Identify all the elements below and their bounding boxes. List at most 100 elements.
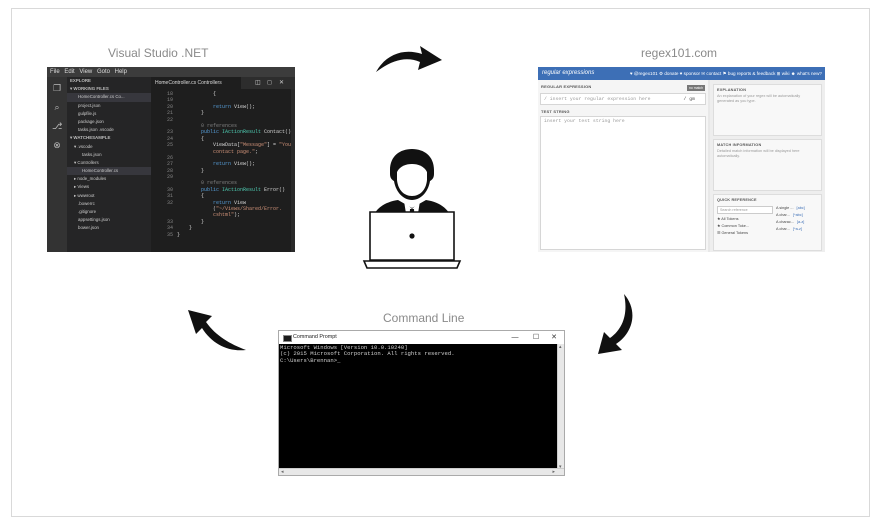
cmd-console[interactable]: Microsoft Windows [Version 10.0.10240] (…	[279, 344, 557, 470]
close-icon[interactable]: ✕	[279, 80, 285, 86]
regex101-header: regular expressions ♥ @regex101 ⚙ donate…	[538, 67, 825, 80]
regex101-info-pane: EXPLANATION An explanation of your regex…	[710, 80, 825, 252]
quick-reference-search[interactable]: Search reference	[717, 206, 773, 214]
debug-icon[interactable]: ⊗	[53, 140, 61, 150]
match-info-title: MATCH INFORMATION	[717, 143, 762, 147]
test-string-input[interactable]: insert your test string here	[540, 116, 706, 250]
scroll-left-icon[interactable]: ◂	[281, 469, 284, 475]
explorer-item[interactable]: tasks.json .vscode	[78, 127, 114, 133]
line-number: 34	[166, 225, 173, 232]
code-token: ViewData[	[177, 142, 241, 149]
vs-menu-edit[interactable]: Edit	[64, 69, 75, 75]
explorer-item[interactable]: gulpfile.js	[78, 110, 97, 116]
explorer-item[interactable]: ▸ node_modules	[74, 176, 107, 182]
explorer-item[interactable]: appsettings.json	[78, 217, 110, 223]
developer-at-laptop-icon	[362, 149, 462, 269]
laptop-figure	[362, 211, 462, 269]
explorer-item[interactable]: ▸ Views	[74, 184, 90, 190]
close-icon[interactable]: ✕	[551, 334, 557, 341]
explorer-item[interactable]: .gitignore	[78, 209, 97, 214]
cmd-vertical-scrollbar[interactable]: ▴ ▾	[557, 344, 564, 470]
quick-reference-category[interactable]: ☰ General Tokens	[717, 231, 748, 235]
quick-reference-title: QUICK REFERENCE	[717, 198, 757, 202]
quick-reference-item-label: A charac...	[776, 220, 794, 224]
line-number: 25	[166, 142, 173, 149]
explorer-item[interactable]: package.json	[78, 118, 104, 124]
quick-reference-item[interactable]: A char...[^abc]	[776, 212, 820, 219]
vs-editor: HomeController.cs Controllers ◫ ◻ ✕ 18 {…	[151, 77, 295, 252]
code-token: {	[177, 193, 205, 200]
quick-reference-categories: ★ All Tokens ★ Common Toke... ☰ General To…	[717, 216, 769, 237]
maximize-icon[interactable]: ☐	[532, 334, 540, 341]
quick-reference-item-code: [^a-z]	[792, 227, 802, 231]
quick-reference-panel: QUICK REFERENCE Search reference ★ All T…	[713, 194, 822, 251]
quick-reference-item[interactable]: A single ...[abc]	[776, 205, 820, 212]
explorer-item[interactable]: HomeController.cs Co...	[67, 93, 151, 102]
cmd-horizontal-scrollbar[interactable]: ◂ ▸	[279, 468, 564, 475]
quick-reference-item[interactable]: A char...[^a-z]	[776, 226, 820, 233]
git-icon[interactable]: ⎇	[52, 121, 63, 131]
code-line: 25 ViewData["Message"] = "Your	[151, 142, 295, 148]
explorer-section-header[interactable]: ▾ WORKING FILES	[70, 86, 109, 92]
files-icon[interactable]: ❐	[52, 83, 62, 93]
regex-placeholder: / insert your regular expression here	[544, 97, 651, 102]
code-line: ("~/Views/Shared/Error.	[151, 206, 295, 212]
code-token: {	[177, 91, 217, 97]
vs-menu-goto[interactable]: Goto	[96, 69, 110, 75]
scroll-down-icon[interactable]: ▾	[559, 464, 562, 470]
code-token: View();	[234, 161, 256, 168]
scroll-right-icon[interactable]: ▸	[552, 469, 555, 475]
line-number: 35	[166, 231, 173, 238]
explorer-item[interactable]: tasks.json	[82, 151, 102, 157]
line-number: 30	[166, 186, 173, 193]
search-icon[interactable]: ⌕	[54, 102, 60, 112]
code-token: ;	[255, 148, 259, 155]
regex-flags[interactable]: / gm	[683, 97, 695, 102]
split-editor-icon[interactable]: ◫	[255, 80, 261, 86]
vs-scrollbar[interactable]	[291, 89, 295, 252]
scroll-up-icon[interactable]: ▴	[559, 344, 562, 350]
code-line: 34 }	[151, 225, 295, 231]
preview-icon[interactable]: ◻	[267, 80, 272, 86]
explanation-panel: EXPLANATION An explanation of your regex…	[713, 84, 822, 136]
explorer-item[interactable]: ▾ .vscode	[74, 143, 93, 149]
line-number: 32	[166, 199, 173, 206]
code-line: contact page.";	[151, 149, 295, 155]
explorer-item[interactable]: project.json	[78, 102, 101, 108]
explorer-item[interactable]: ▸ wwwroot	[74, 192, 95, 198]
vs-menu-file[interactable]: File	[50, 69, 60, 75]
line-number: 29	[166, 174, 173, 181]
quick-reference-item-label: A char...	[776, 213, 790, 217]
quick-reference-item[interactable]: A charac...[a-z]	[776, 219, 820, 226]
regex-input[interactable]: / insert your regular expression here / …	[540, 93, 706, 105]
command-prompt-window: Command Prompt — ☐ ✕ Microsoft Windows […	[278, 330, 565, 476]
line-number: 26	[166, 154, 173, 161]
code-line: 33 }	[151, 219, 295, 225]
code-line: 21 }	[151, 110, 295, 116]
explorer-item[interactable]: HomeController.cs	[67, 167, 151, 176]
explorer-section-header[interactable]: EXPLORE	[70, 78, 91, 83]
code-line: 26	[151, 155, 295, 161]
code-line: 18 {	[151, 91, 295, 97]
regex101-logo[interactable]: regular expressions	[542, 70, 595, 76]
cmd-titlebar[interactable]: Command Prompt — ☐ ✕	[279, 331, 564, 344]
diagram-frame	[11, 8, 870, 517]
arrow-cmd-to-vs	[188, 310, 246, 351]
code-token: return	[177, 103, 235, 110]
explorer-item[interactable]: .bowerrc	[78, 200, 95, 206]
quick-reference-category[interactable]: ★ Common Toke...	[717, 224, 750, 228]
minimize-icon[interactable]: —	[511, 334, 519, 341]
explorer-item[interactable]: bower.json	[78, 225, 99, 231]
regex101-nav[interactable]: ♥ @regex101 ⚙ donate ♥ sponsor ✉ contact…	[629, 71, 822, 76]
explanation-text: An explanation of your regex will be aut…	[717, 94, 801, 103]
explorer-section-header[interactable]: ▾ WATCHESAMPLE	[70, 135, 111, 141]
vs-tab-homecontroller[interactable]: HomeController.cs Controllers	[151, 77, 241, 89]
code-line: 32 return View	[151, 200, 295, 206]
vs-menu-help[interactable]: Help	[114, 69, 127, 75]
explorer-item[interactable]: ▾ Controllers	[74, 159, 99, 165]
code-token: View();	[234, 103, 256, 110]
code-line: 30 public IActionResult Error()	[151, 187, 295, 193]
vs-menu-view[interactable]: View	[79, 69, 93, 75]
quick-reference-category[interactable]: ★ All Tokens	[717, 217, 739, 221]
